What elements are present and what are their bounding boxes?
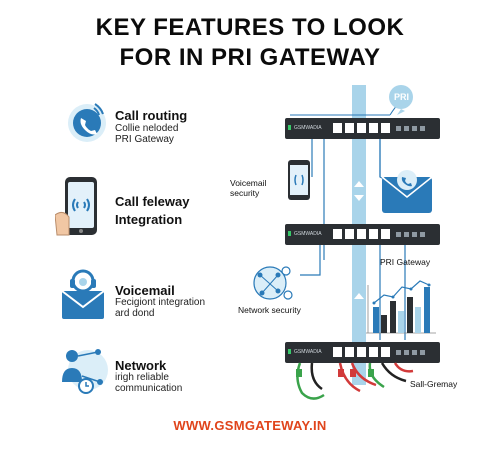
phone-bubble-icon bbox=[68, 103, 106, 142]
device-label-top: GSMWADIA bbox=[294, 125, 322, 131]
network-security-label: Network security bbox=[238, 305, 301, 315]
feature-desc-line-1: Fecigiont integration bbox=[115, 297, 206, 308]
feature-desc-line-2: PRI Gateway bbox=[115, 134, 174, 145]
voicemail-security-label-line-1: Voicemail bbox=[230, 178, 267, 188]
page-title-line-1: KEY FEATURES TO LOOK bbox=[95, 14, 405, 41]
voicemail-envelope-icon bbox=[381, 170, 433, 213]
network-person-icon bbox=[62, 349, 108, 394]
feature-desc-line-2: ard dond bbox=[115, 308, 155, 319]
growth-chart-icon bbox=[366, 280, 436, 334]
gateway-device-top bbox=[285, 118, 440, 139]
page-title-line-2: FOR IN PRI GATEWAY bbox=[119, 44, 381, 71]
feature-title: Network bbox=[115, 358, 167, 373]
sall-gremay-label: Sall-Gremay bbox=[410, 379, 458, 389]
feature-desc-line-1: Collie neloded bbox=[115, 123, 179, 134]
diagram-graphics bbox=[253, 85, 440, 400]
feature-title-line-2: Integration bbox=[115, 212, 183, 227]
feature-desc-line-2: communication bbox=[115, 383, 183, 394]
device-label-bottom: GSMWADIA bbox=[294, 349, 322, 355]
voicemail-security-label-line-2: security bbox=[230, 188, 260, 198]
gateway-diagram: PRI GSMWADIA GSMWADIA GSMWADIA Voicemail… bbox=[230, 85, 500, 415]
feature-desc-line-1: irigh reliable bbox=[115, 372, 169, 383]
smartphone-signal-icon bbox=[55, 177, 97, 236]
cable-bundle bbox=[296, 362, 414, 400]
network-security-icon bbox=[253, 266, 293, 300]
gateway-device-bottom bbox=[285, 342, 440, 363]
website-url[interactable]: WWW.GSMGATEWAY.IN bbox=[173, 418, 327, 433]
pri-badge bbox=[389, 85, 413, 115]
pri-badge-text: PRI bbox=[394, 92, 410, 102]
feature-title: Voicemail bbox=[115, 283, 175, 298]
smartphone-icon bbox=[288, 160, 310, 200]
voicemail-envelope-icon bbox=[61, 269, 105, 319]
gateway-device-middle bbox=[285, 224, 440, 245]
device-label-middle: GSMWADIA bbox=[294, 231, 322, 237]
feature-title: Call routing bbox=[115, 108, 188, 123]
feature-title-line-1: Call feleway bbox=[115, 194, 190, 209]
pri-gateway-label: PRI Gateway bbox=[380, 257, 431, 267]
